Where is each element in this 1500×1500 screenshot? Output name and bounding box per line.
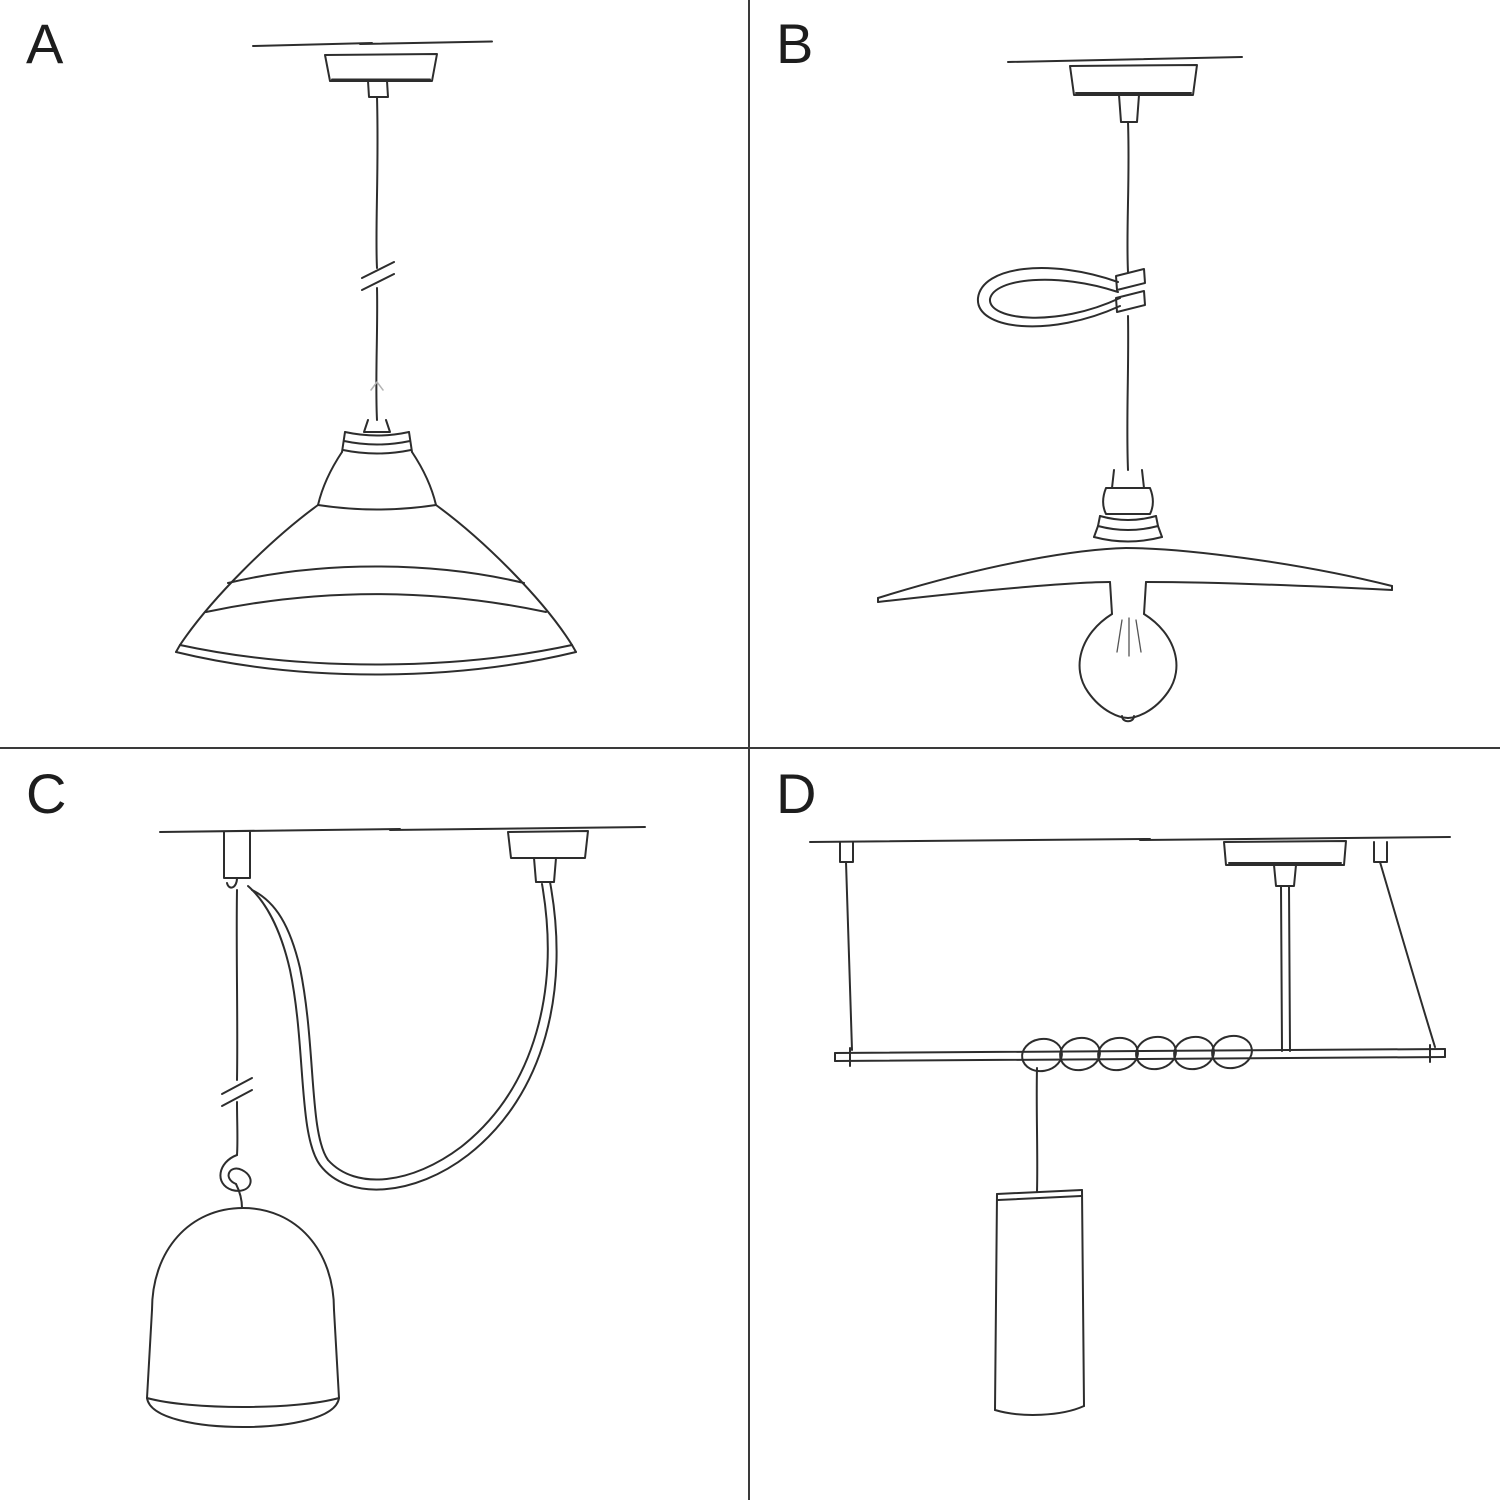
lamp-holder [1093, 469, 1163, 543]
ceiling-line [252, 40, 493, 47]
cable-knot [219, 1154, 252, 1209]
pendant-sketch-b [877, 56, 1393, 723]
diagram-panel-c: C [0, 750, 750, 1500]
panel-d-label: D [776, 762, 818, 825]
lamp-holder [317, 419, 437, 506]
pendant-sketch-a [175, 40, 577, 676]
drop-cable [221, 889, 253, 1156]
suspension-cables [839, 841, 1436, 1051]
cable-clip-and-loop [976, 267, 1146, 328]
panel-a-label: A [26, 12, 65, 75]
light-bulb [1078, 581, 1178, 723]
horizontal-divider [0, 747, 1500, 749]
ceiling-rose [1069, 64, 1198, 123]
panel-b-label: B [776, 12, 815, 75]
horizontal-bar [834, 1044, 1446, 1067]
rigid-stem [1280, 885, 1291, 1052]
diagram-panel-d: D [750, 750, 1500, 1500]
cylinder-shade [994, 1189, 1085, 1416]
diagram-panel-b: B [750, 0, 1500, 750]
pendant-cable [1126, 121, 1130, 471]
ceiling-line [159, 826, 646, 833]
flat-plate-shade [877, 547, 1393, 603]
pendant-sketch-c [146, 826, 646, 1428]
pendant-sketch-d [809, 836, 1451, 1416]
bell-shade [146, 1207, 340, 1428]
diagram-panel-a: A [0, 0, 750, 750]
ceiling-rose [1223, 840, 1347, 887]
ceiling-rose [324, 53, 438, 98]
vertical-divider [748, 0, 750, 1500]
panel-c-label: C [26, 762, 68, 825]
ceiling-hook-mount [223, 831, 251, 889]
wrapped-cable-coil [1021, 1034, 1253, 1073]
drop-cable [1035, 1067, 1039, 1193]
swag-cable [247, 881, 558, 1191]
ceiling-line [1007, 56, 1243, 63]
pendant-cable [361, 96, 395, 421]
metal-shade [175, 504, 577, 676]
ceiling-line [809, 836, 1451, 843]
ceiling-rose [507, 830, 589, 883]
